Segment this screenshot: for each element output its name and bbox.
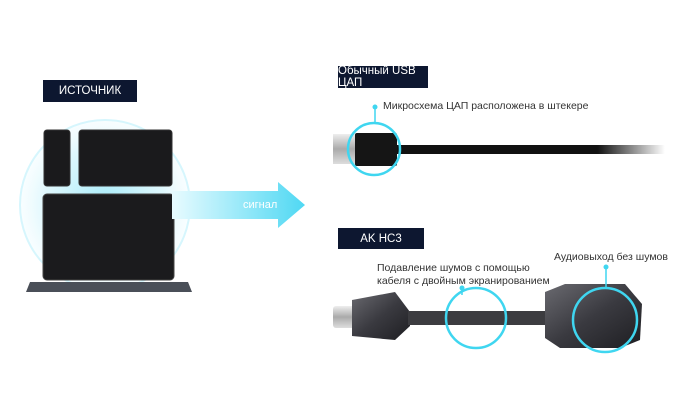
output-highlight xyxy=(571,286,639,354)
hc3-output-callout: Аудиовыход без шумов xyxy=(554,251,668,263)
source-devices xyxy=(19,119,192,292)
highlight-circle xyxy=(346,121,402,177)
hc3-label: AK HC3 xyxy=(338,228,424,249)
hc3-cable-callout-line1: Подавление шумов с помощью xyxy=(377,262,530,274)
usb-dac-callout: Микросхема ЦАП расположена в штекере xyxy=(383,100,589,112)
signal-label: сигнал xyxy=(243,199,278,211)
hc3-cable-callout-line2: кабеля с двойным экранированием xyxy=(377,275,550,287)
usb-c-plug xyxy=(333,306,357,328)
cable-highlight xyxy=(444,286,508,350)
braided-cable xyxy=(408,311,548,325)
usb-c-plug xyxy=(333,134,359,164)
tablet-icon xyxy=(78,129,173,187)
source-label: ИСТОЧНИК xyxy=(43,80,137,102)
plug-housing xyxy=(355,133,397,166)
phone-icon xyxy=(43,129,71,187)
usb-dac-label: Обычный USB ЦАП xyxy=(338,65,428,89)
laptop-base xyxy=(26,282,192,292)
usb-dac-cable xyxy=(333,104,665,177)
dac-body xyxy=(545,284,642,348)
laptop-icon xyxy=(42,193,175,281)
plug-head xyxy=(352,292,410,340)
signal-arrow xyxy=(172,182,305,228)
hc3-device xyxy=(333,264,642,354)
